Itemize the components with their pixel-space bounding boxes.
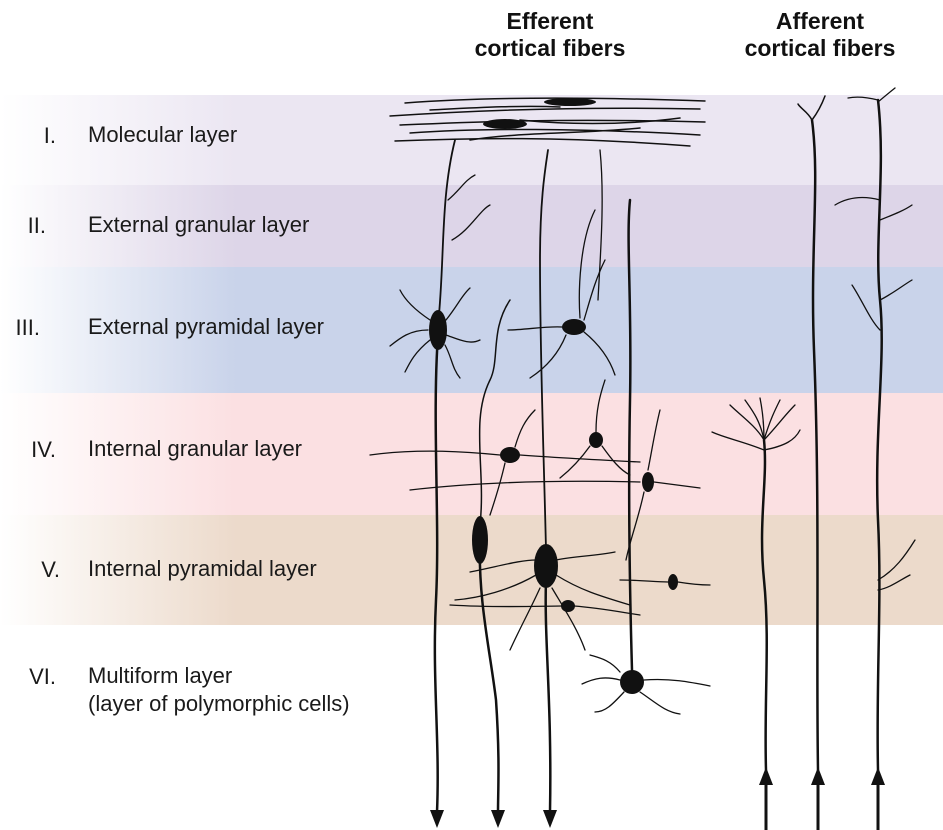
granular-cell-body-1 (500, 447, 520, 463)
pyramidal-cell-4-processes (508, 150, 615, 378)
multiform-cell-body (620, 670, 644, 694)
afferent-fiber-3-branches (835, 88, 915, 590)
efferent-arrow-2 (491, 810, 505, 828)
afferent-fiber-1-arbor (712, 398, 800, 450)
afferent-arrow-3 (871, 767, 885, 785)
afferent-arrow-1 (759, 767, 773, 785)
layer-v-cell-body-1 (561, 600, 575, 612)
afferent-fiber-2 (798, 96, 825, 770)
efferent-arrow-3 (543, 810, 557, 828)
multiform-cell-dendrites (582, 655, 710, 714)
horizontal-cell-body-2 (483, 119, 527, 129)
molecular-horizontal-cells (390, 98, 705, 146)
pyramidal-cell-body-1 (429, 310, 447, 350)
horizontal-cell-body-1 (544, 98, 596, 106)
pyramidal-cell-body-2 (472, 516, 488, 564)
granular-cell-body-3 (642, 472, 654, 492)
afferent-arrow-2 (811, 767, 825, 785)
efferent-fiber-1 (435, 140, 455, 812)
pyramidal-cell-body-4 (562, 319, 586, 335)
afferent-fiber-1 (762, 440, 767, 770)
efferent-fiber-4 (629, 200, 632, 670)
granular-cells (370, 380, 700, 560)
pyramidal-cell-body-3 (534, 544, 558, 588)
layer-v-cell-body-2 (668, 574, 678, 590)
granular-cell-body-2 (589, 432, 603, 448)
efferent-arrow-1 (430, 810, 444, 828)
